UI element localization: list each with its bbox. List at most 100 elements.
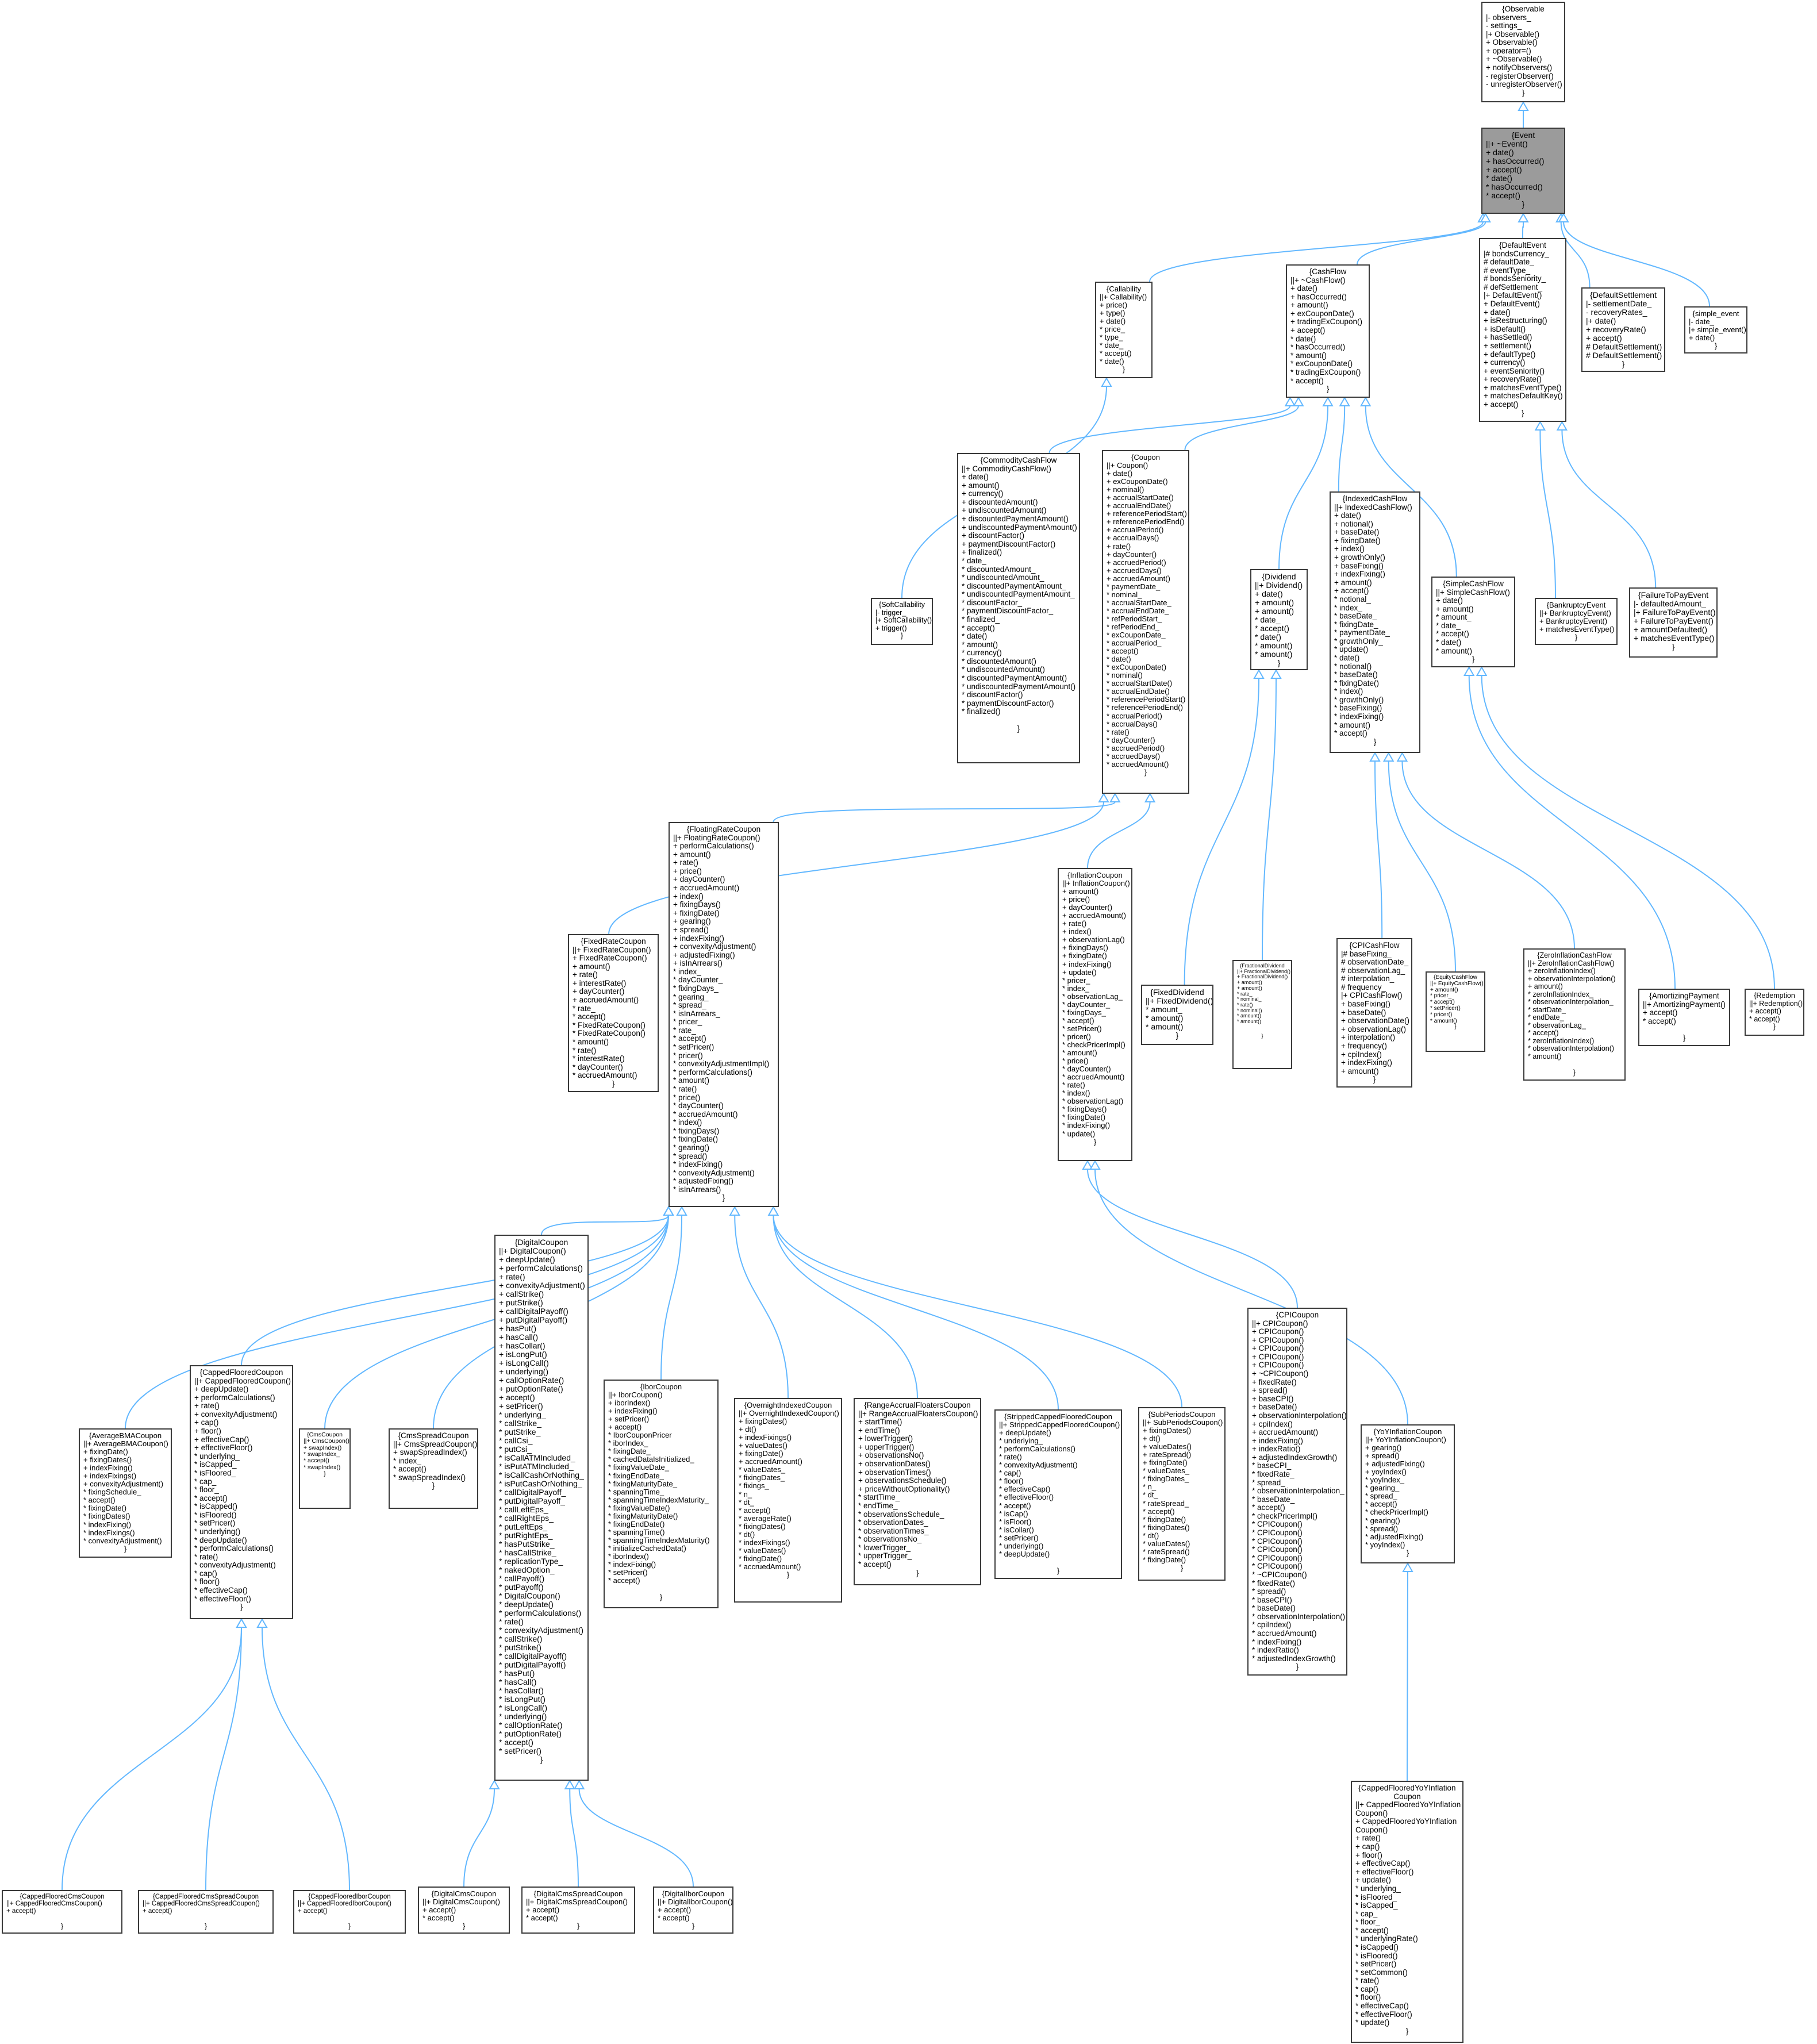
class-title: {FixedRateCoupon (581, 937, 646, 946)
class-node-cappedflooredcoupon[interactable]: {CappedFlooredCoupon||+ CappedFlooredCou… (190, 1365, 293, 1619)
inheritance-arrowhead-indexedcashflow (1369, 751, 1381, 762)
class-member: + date() (1436, 596, 1463, 605)
class-node-simplecashflow[interactable]: {SimpleCashFlow||+ SimpleCashFlow()+ dat… (1431, 577, 1515, 667)
class-member: + amount() (573, 962, 610, 971)
class-node-digitalcmsspreadcoupon[interactable]: {DigitalCmsSpreadCoupon||+ DigitalCmsSpr… (521, 1887, 635, 1934)
class-member: * isCap() (999, 1509, 1028, 1518)
class-node-coupon[interactable]: {Coupon||+ Coupon()+ date()+ exCouponDat… (1102, 450, 1189, 794)
class-node-fractionaldividend[interactable]: {FractionalDividend||+ FractionalDividen… (1232, 960, 1292, 1069)
class-node-defaultsettlement[interactable]: {DefaultSettlement|- settlementDate_- re… (1581, 287, 1665, 372)
class-member: * spread_ (673, 1001, 706, 1010)
class-member: * effectiveFloor() (1355, 2010, 1412, 2019)
class-member: * endDate_ (1528, 1013, 1564, 1021)
class-member: * gearing_ (1365, 1484, 1400, 1493)
class-node-cmsspreadcoupon[interactable]: {CmsSpreadCoupon||+ CmsSpreadCoupon()+ s… (389, 1428, 478, 1509)
class-member: ||+ Callability() (1100, 293, 1147, 302)
class-member: * fixingDate() (1143, 1555, 1186, 1564)
class-node-cappedflooredyoyinflationcoupon[interactable]: {CappedFlooredYoYInflation Coupon||+ Cap… (1351, 1781, 1463, 2043)
class-member: * iborIndex_ (608, 1439, 648, 1448)
class-node-digitaliborcoupon[interactable]: {DigitalIborCoupon||+ DigitalIborCoupon(… (653, 1887, 733, 1934)
class-member: # DefaultSettlement() (1586, 351, 1662, 360)
class-node-commoditycashflow[interactable]: {CommodityCashFlow||+ CommodityCashFlow(… (957, 453, 1080, 763)
class-node-cappedflooredcmsspreadcoupon[interactable]: {CappedFlooredCmsSpreadCoupon||+ CappedF… (138, 1890, 274, 1934)
class-member: + index() (673, 892, 704, 901)
edge-cappedfloorediborcoupon-to-cappedflooredcoupon (262, 1627, 350, 1891)
class-member: * date_ (1255, 615, 1281, 624)
class-member: * indexFixing() (1252, 1637, 1302, 1646)
class-node-defaultevent[interactable]: {DefaultEvent|# bondsCurrency_# defaultD… (1479, 238, 1566, 422)
class-close-brace: } (1573, 1069, 1576, 1077)
class-member: * amount() (1146, 1022, 1184, 1031)
class-member: * fixingEndDate() (608, 1519, 665, 1528)
class-node-softcallability[interactable]: {SoftCallability|- trigger_|+ SoftCallab… (871, 598, 933, 645)
class-title: {SoftCallability (879, 601, 925, 609)
class-node-cmscoupon[interactable]: {CmsCoupon||+ CmsCoupon()+ swapIndex()* … (299, 1428, 351, 1509)
class-member: ||+ InflationCoupon() (1062, 879, 1130, 888)
class-node-inflationcoupon[interactable]: {InflationCoupon||+ InflationCoupon()+ a… (1058, 868, 1132, 1161)
class-member: * floor_ (194, 1485, 219, 1494)
class-member: + observationDate() (1341, 1016, 1409, 1025)
class-node-fixeddividend[interactable]: {FixedDividend||+ FixedDividend()* amoun… (1141, 985, 1213, 1045)
class-node-cpicashflow[interactable]: {CPICashFlow|# baseFixing_# observationD… (1336, 938, 1412, 1088)
class-node-fixedratecoupon[interactable]: {FixedRateCoupon||+ FixedRateCoupon()+ F… (568, 934, 659, 1092)
class-member: * setPricer() (194, 1519, 236, 1528)
class-node-bankruptcyevent[interactable]: {BankruptcyEvent||+ BankruptcyEvent()+ B… (1535, 598, 1618, 645)
class-member: * setPricer() (673, 1043, 714, 1052)
class-node-digitalcmscoupon[interactable]: {DigitalCmsCoupon||+ DigitalCmsCoupon()+… (418, 1887, 510, 1934)
class-node-cpicoupon[interactable]: {CPICoupon||+ CPICoupon()+ CPICoupon()+ … (1247, 1308, 1347, 1676)
class-node-yoyinflationcoupon[interactable]: {YoYInflationCoupon||+ YoYInflationCoupo… (1361, 1424, 1455, 1563)
class-member: * callPayoff() (499, 1574, 545, 1583)
class-member: * accept() (739, 1505, 771, 1515)
class-member: * paymentDate_ (1107, 582, 1161, 591)
inheritance-arrowhead-event (1518, 212, 1529, 222)
class-member: + priceWithoutOptionality() (858, 1484, 950, 1493)
class-node-cashflow[interactable]: {CashFlow||+ ~CashFlow()+ date()+ hasOcc… (1286, 264, 1370, 398)
inheritance-arrowhead-cashflow (1359, 396, 1372, 406)
class-node-floatingratecoupon[interactable]: {FloatingRateCoupon||+ FloatingRateCoupo… (669, 822, 779, 1207)
class-node-equitycashflow[interactable]: {EquityCashFlow||+ EquityCashFlow()+ amo… (1426, 971, 1485, 1052)
class-node-event[interactable]: {Event||+ ~Event()+ date()+ hasOccurred(… (1481, 128, 1565, 214)
class-node-indexedcashflow[interactable]: {IndexedCashFlow||+ IndexedCashFlow()+ d… (1330, 491, 1420, 753)
class-node-strippedcappedflooredcoupon[interactable]: {StrippedCappedFlooredCoupon||+ Stripped… (994, 1409, 1122, 1579)
class-title: {Coupon (1131, 453, 1160, 462)
class-member: ||+ CmsCoupon() (304, 1438, 349, 1445)
class-member: + cap() (194, 1418, 219, 1427)
class-node-cappedfloorediborcoupon[interactable]: {CappedFlooredIborCoupon||+ CappedFloore… (293, 1890, 406, 1934)
class-member: * indexFixings() (83, 1528, 135, 1537)
edge-fractionaldividend-to-dividend (1262, 678, 1277, 960)
class-member: + performCalculations() (499, 1263, 583, 1273)
class-close-brace: } (692, 1922, 695, 1931)
class-node-observable[interactable]: {Observable|- observers_- settings_|+ Ob… (1481, 2, 1565, 102)
class-node-cappedflooredcmscoupon[interactable]: {CappedFlooredCmsCoupon||+ CappedFloored… (2, 1890, 122, 1934)
class-member: * swapIndex() (304, 1463, 341, 1471)
class-member: * putLeftEps_ (499, 1522, 548, 1531)
class-member: * putStrike() (499, 1643, 541, 1652)
class-member: * index_ (1334, 603, 1362, 612)
class-node-overnightindexedcoupon[interactable]: {OvernightIndexedCoupon||+ OvernightInde… (734, 1398, 842, 1603)
class-member: + hasCall() (499, 1332, 539, 1342)
class-close-brace: } (659, 1593, 663, 1602)
class-member: * index() (1062, 1089, 1090, 1098)
class-node-callability[interactable]: {Callability||+ Callability()+ price()+ … (1095, 282, 1153, 378)
class-node-subperiodscoupon[interactable]: {SubPeriodsCoupon||+ SubPeriodsCoupon()+… (1138, 1407, 1226, 1581)
class-title: {EquityCashFlow (1434, 974, 1477, 981)
class-member: + accruedAmount() (1252, 1428, 1319, 1437)
class-node-redemption[interactable]: {Redemption||+ Redemption()+ accept()* a… (1745, 989, 1804, 1036)
class-member: * accept() (1486, 191, 1520, 200)
class-node-rangeaccrualfloaterscoupon[interactable]: {RangeAccrualFloatersCoupon||+ RangeAccr… (854, 1398, 981, 1585)
class-title: {Event (1511, 130, 1535, 140)
class-node-dividend[interactable]: {Dividend||+ Dividend()+ date()+ amount(… (1250, 569, 1308, 670)
class-member: * fixingDate() (1062, 1113, 1106, 1122)
class-member: * amount() (673, 1076, 710, 1085)
class-node-failuretopayevent[interactable]: {FailureToPayEvent|- defaultedAmount_|+ … (1629, 587, 1718, 658)
class-node-averagebmacoupon[interactable]: {AverageBMACoupon||+ AverageBMACoupon()+… (79, 1428, 172, 1558)
class-member: ||+ DigitalIborCoupon() (658, 1897, 733, 1907)
class-node-iborcoupon[interactable]: {IborCoupon||+ IborCoupon()+ iborIndex()… (604, 1380, 719, 1608)
class-node-zeroinflationcashflow[interactable]: {ZeroInflationCashFlow||+ ZeroInflationC… (1523, 948, 1626, 1081)
class-member: + indexRatio() (1252, 1444, 1301, 1454)
class-node-simple_event[interactable]: {simple_event|- date_|+ simple_event()+ … (1684, 306, 1747, 354)
class-member: * dt_ (1143, 1490, 1158, 1500)
class-member: + observationTimes() (858, 1467, 931, 1477)
class-node-digitalcoupon[interactable]: {DigitalCoupon||+ DigitalCoupon()+ deepU… (494, 1235, 589, 1781)
class-node-amortizingpayment[interactable]: {AmortizingPayment||+ AmortizingPayment(… (1638, 989, 1730, 1046)
